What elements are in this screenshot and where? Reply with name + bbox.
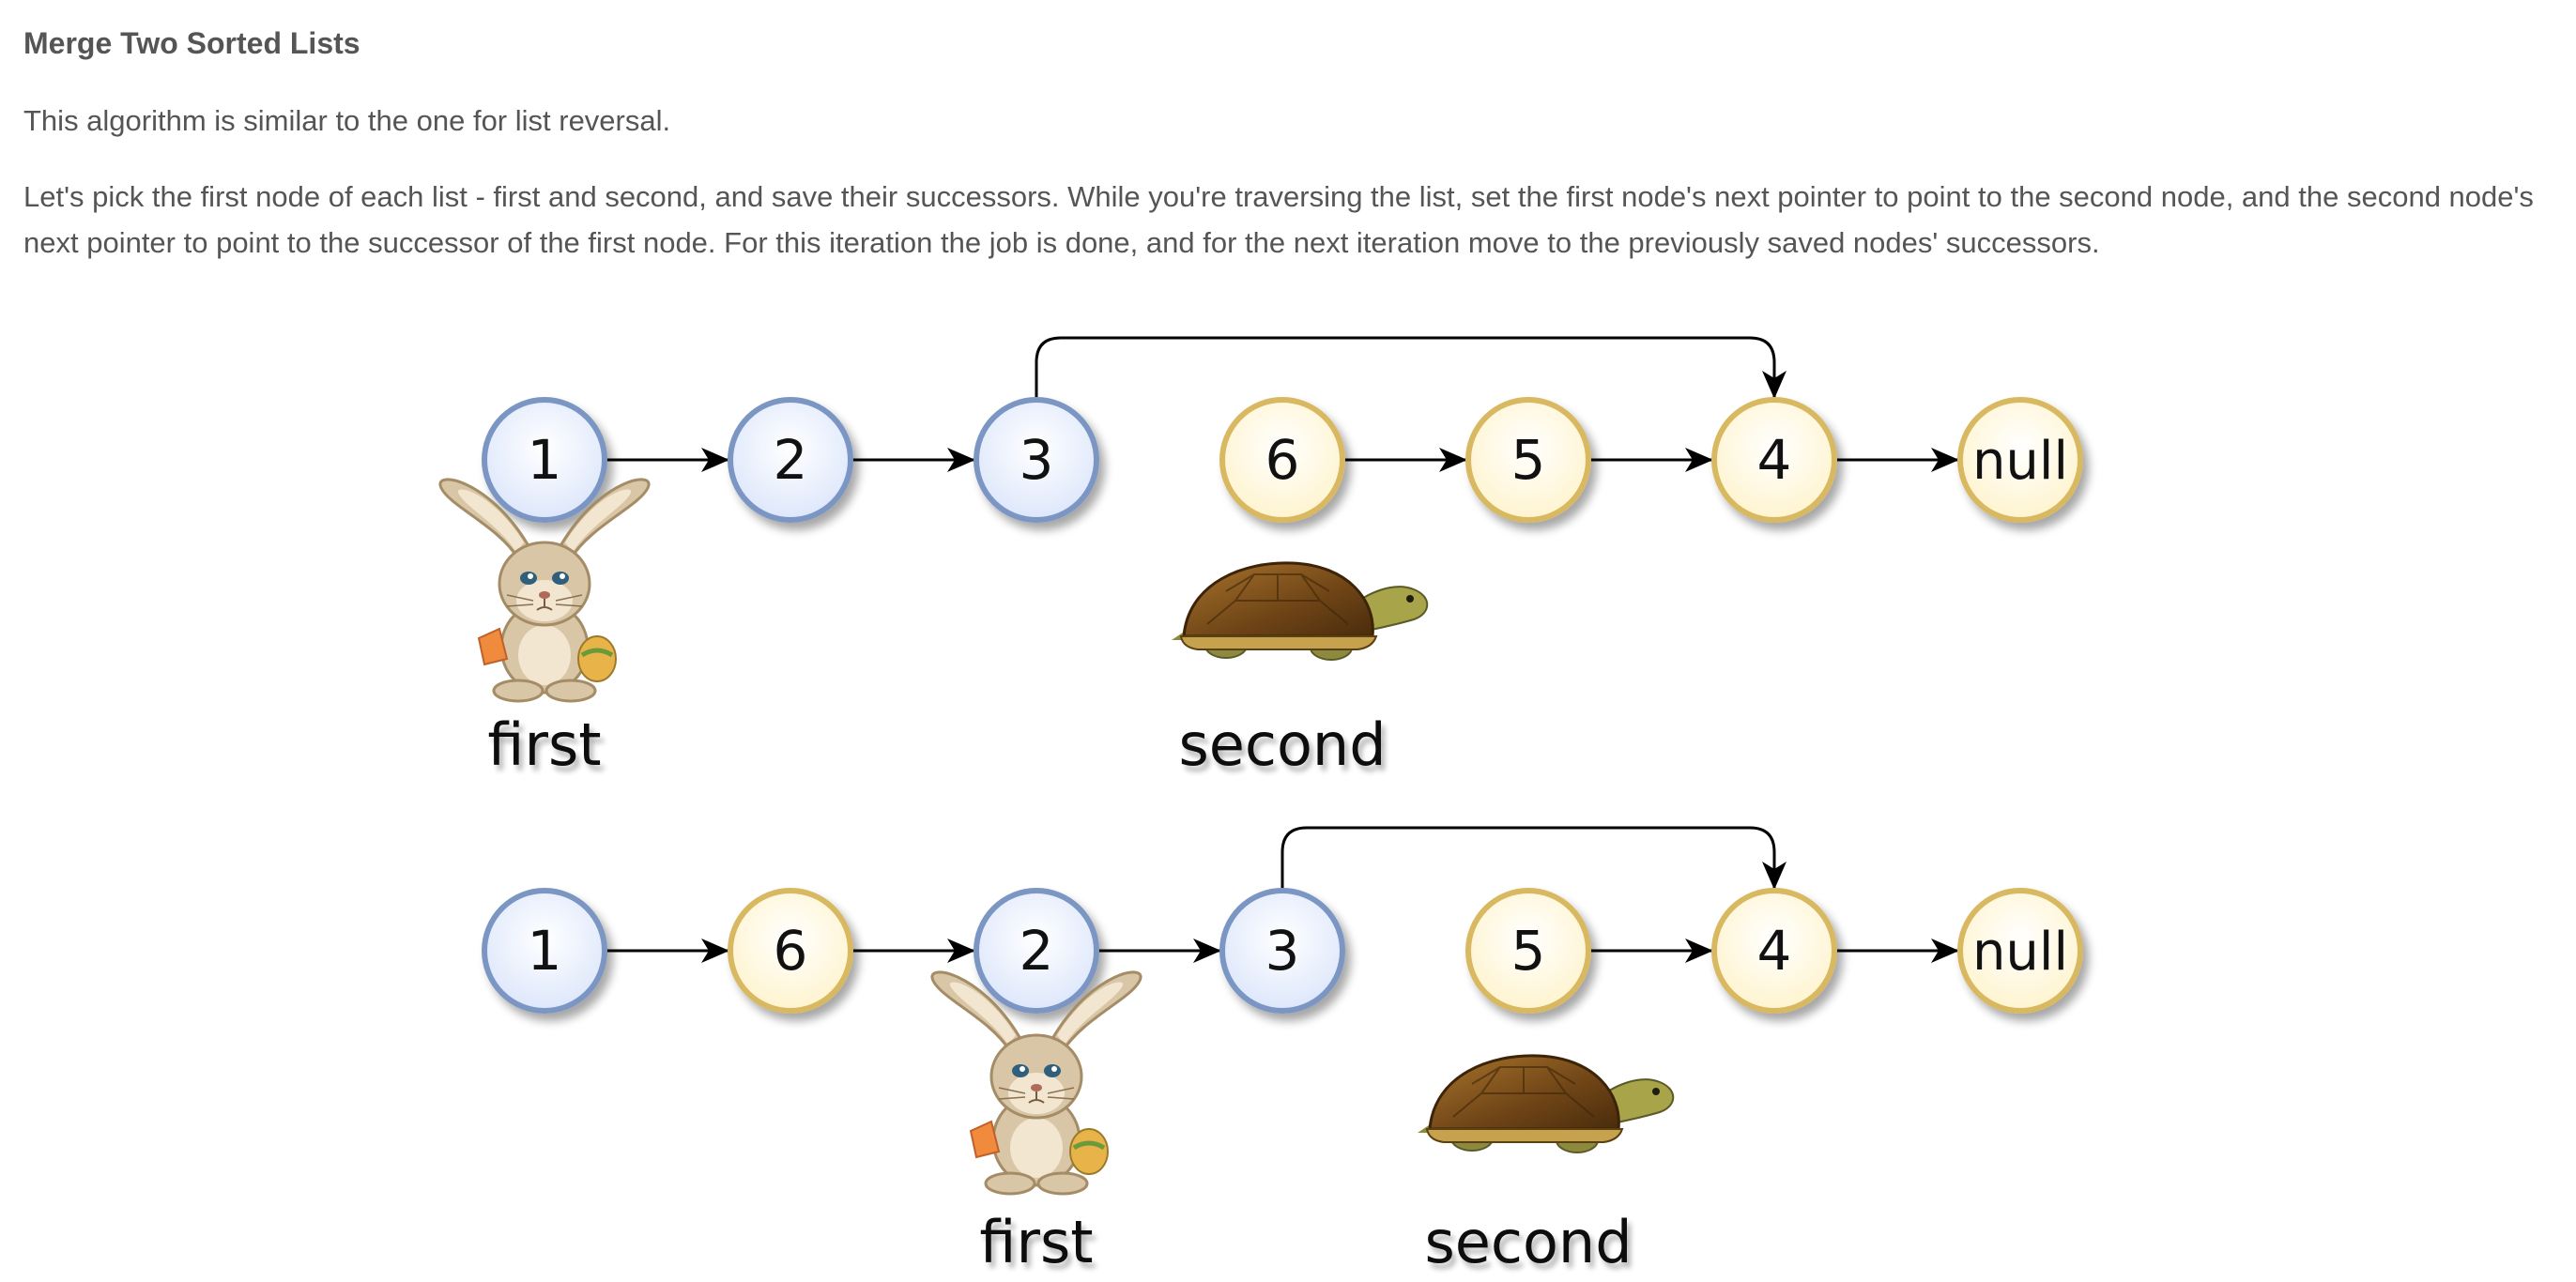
node-label: null bbox=[1972, 922, 2068, 983]
node-circle bbox=[482, 888, 607, 1014]
list-node-2-1: 1 bbox=[482, 888, 607, 1014]
rabbit-icon-1 bbox=[438, 478, 651, 703]
node-label: 4 bbox=[1757, 919, 1792, 983]
list-node-2-5: 5 bbox=[1465, 888, 1591, 1014]
explanation-paragraph: Let's pick the first node of each list -… bbox=[23, 180, 2534, 259]
node-circle bbox=[1465, 888, 1591, 1014]
article-title: Merge Two Sorted Lists bbox=[23, 26, 360, 60]
node-circle bbox=[1957, 888, 2083, 1014]
list-node-1-5: 5 bbox=[1465, 397, 1591, 523]
node-circle bbox=[1219, 888, 1345, 1014]
node-circle bbox=[1711, 888, 1837, 1014]
turtle-icon-2 bbox=[1418, 1054, 1675, 1153]
node-label: 2 bbox=[774, 428, 808, 492]
rabbit-icon-2 bbox=[930, 970, 1142, 1196]
list-node-1-6: 4 bbox=[1711, 397, 1837, 523]
list-node-2-7: null bbox=[1957, 888, 2083, 1014]
node-circle bbox=[1957, 397, 2083, 523]
node-label: 2 bbox=[1020, 919, 1054, 983]
node-circle bbox=[728, 888, 853, 1014]
node-label: 6 bbox=[774, 919, 808, 983]
list-node-1-1: 1 bbox=[482, 397, 607, 523]
list-node-1-7: null bbox=[1957, 397, 2083, 523]
list-node-2-2: 6 bbox=[728, 888, 853, 1014]
list-node-2-6: 4 bbox=[1711, 888, 1837, 1014]
pointer-label-second-2: second bbox=[1424, 1208, 1632, 1276]
node-label: 5 bbox=[1511, 428, 1546, 492]
pointer-label-first-2: first bbox=[979, 1208, 1093, 1276]
list-node-1-3: 3 bbox=[974, 397, 1099, 523]
curved-link-arrow-1-2-5 bbox=[1035, 336, 1786, 400]
node-circle bbox=[482, 397, 607, 523]
node-circle bbox=[1711, 397, 1837, 523]
node-label: 6 bbox=[1265, 428, 1300, 492]
diagram-row-2: 1 6 2 3 5 4 null first second bbox=[482, 826, 2083, 1276]
curved-link-arrow-2-3-5 bbox=[1280, 826, 1786, 891]
node-label: 1 bbox=[528, 919, 562, 983]
node-label: 1 bbox=[528, 428, 562, 492]
list-node-1-2: 2 bbox=[728, 397, 853, 523]
node-label: 4 bbox=[1757, 428, 1792, 492]
node-circle bbox=[974, 397, 1099, 523]
pointer-label-second-1: second bbox=[1178, 710, 1386, 779]
turtle-icon-1 bbox=[1172, 561, 1429, 661]
node-label: 5 bbox=[1511, 919, 1546, 983]
list-node-1-4: 6 bbox=[1219, 397, 1345, 523]
node-label: 3 bbox=[1020, 428, 1054, 492]
node-label: 3 bbox=[1265, 919, 1300, 983]
node-circle bbox=[974, 888, 1099, 1014]
node-circle bbox=[728, 397, 853, 523]
list-node-2-3: 2 bbox=[974, 888, 1099, 1014]
diagram-row-1: 1 2 3 6 5 4 null first second bbox=[482, 336, 2083, 779]
list-node-2-4: 3 bbox=[1219, 888, 1345, 1014]
node-label: null bbox=[1972, 431, 2068, 492]
pointer-label-first-1: first bbox=[487, 710, 601, 779]
node-circle bbox=[1465, 397, 1591, 523]
node-circle bbox=[1219, 397, 1345, 523]
intro-paragraph: This algorithm is similar to the one for… bbox=[23, 104, 671, 137]
